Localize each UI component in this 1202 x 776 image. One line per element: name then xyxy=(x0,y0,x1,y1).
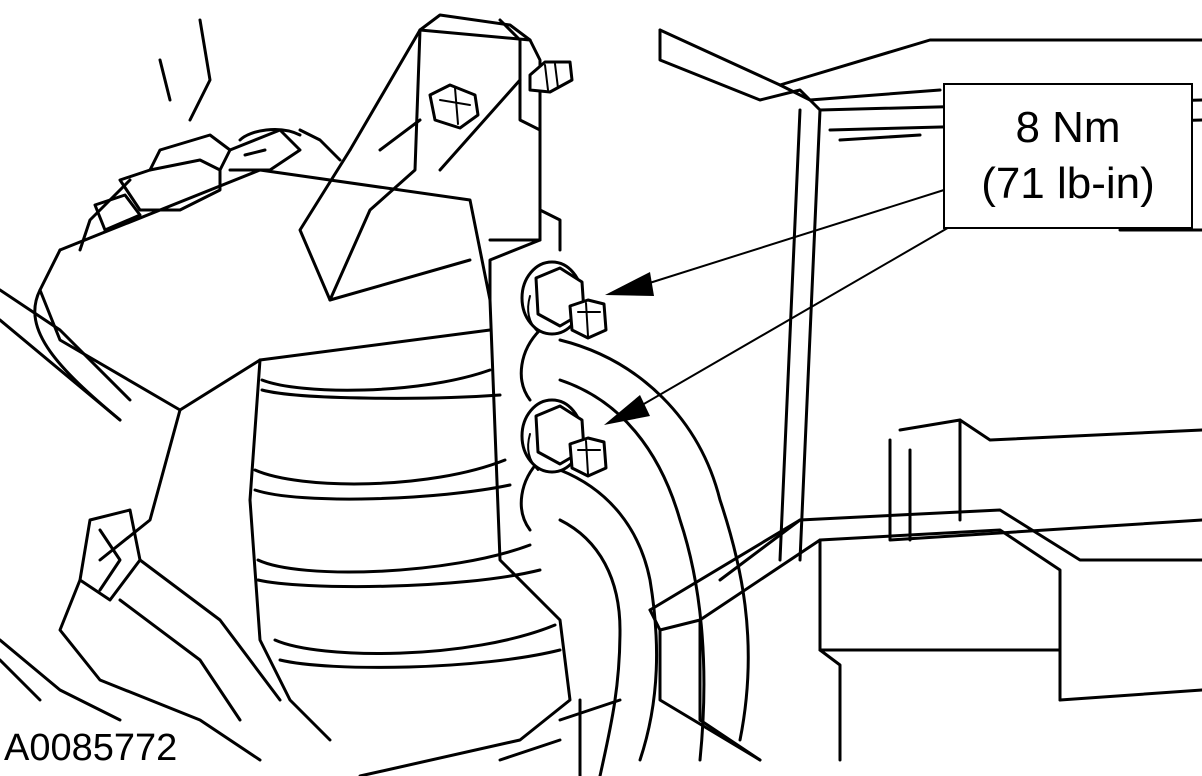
mounting-bracket xyxy=(298,13,562,302)
base-lines xyxy=(498,698,622,776)
lower-arrowhead xyxy=(604,395,650,425)
figure-id-label: A0085772 xyxy=(4,727,178,769)
upper-arrowhead xyxy=(605,272,654,296)
top-bolt xyxy=(428,83,480,130)
module-box xyxy=(648,508,1202,762)
left-bracket xyxy=(0,288,282,762)
lower-clamp-nut xyxy=(520,398,608,478)
torque-callout-box: 8 Nm (71 lb-in) xyxy=(943,83,1193,229)
leader-lines xyxy=(604,189,959,425)
torque-nm-label: 8 Nm xyxy=(1015,103,1121,152)
upper-clamp-nut xyxy=(520,260,608,340)
hoses xyxy=(519,328,750,776)
top-stud xyxy=(528,60,574,94)
connector xyxy=(78,18,342,252)
torque-lbin-label: (71 lb-in) xyxy=(981,159,1155,208)
